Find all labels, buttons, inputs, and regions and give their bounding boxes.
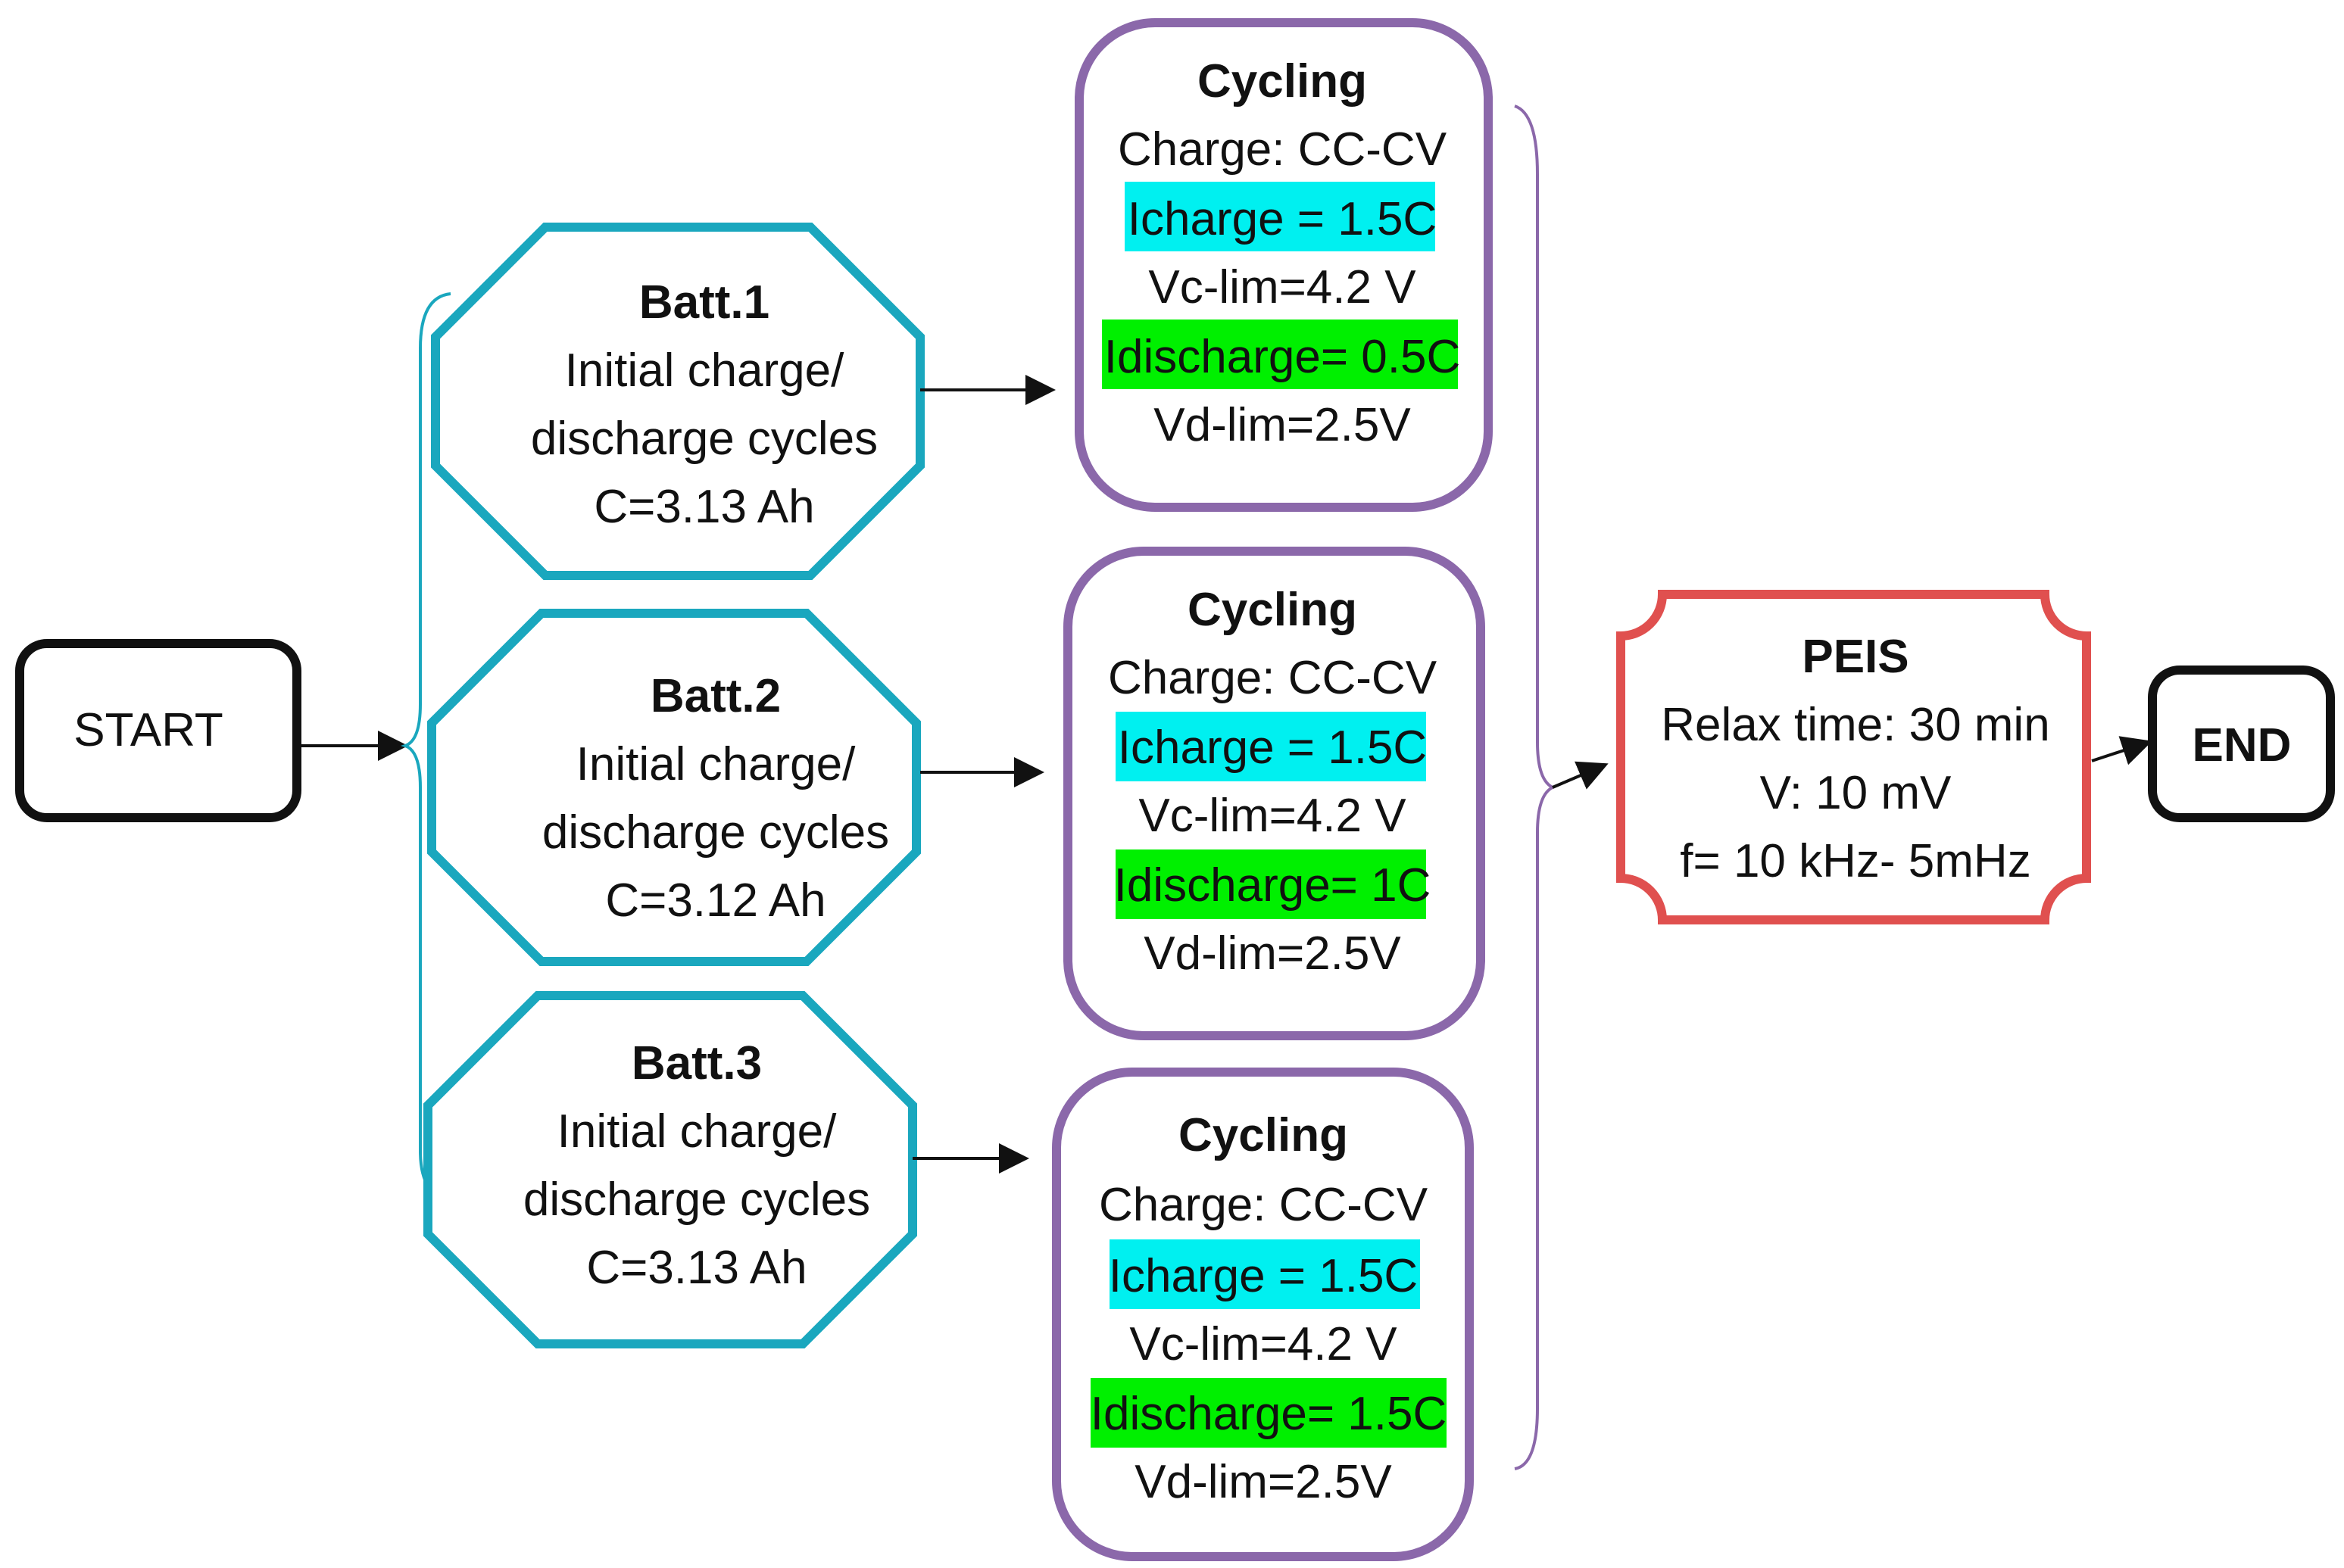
icharge-highlight [1125,182,1435,251]
battery-node-3: Batt.3 Initial charge/ discharge cycles … [423,991,917,1348]
end-box [2148,666,2335,822]
battery-line-2: discharge cycles [531,413,878,465]
battery-octagon [431,223,925,580]
cycling-node-3: Cycling Charge: CC-CV Icharge = 1.5C Vc-… [1052,1068,1474,1561]
icharge-highlight [1110,1239,1420,1309]
idischarge-value: Idischarge= 0.5C [1104,331,1460,383]
peis-relax-time: Relax time: 30 min [1661,699,2049,751]
cycling-node-1: Cycling Charge: CC-CV Icharge = 1.5C Vc-… [1075,18,1493,512]
icharge-value: Icharge = 1.5C [1109,1250,1418,1302]
peis-title: PEIS [1802,631,1909,683]
icharge-highlight [1116,712,1426,781]
cycling-title: Cycling [1178,1109,1348,1161]
idischarge-highlight [1102,320,1458,389]
peis-to-end-arrow [2091,736,2152,765]
start-box [15,639,301,822]
battery-line-2: discharge cycles [523,1174,870,1226]
battery-octagon [427,609,921,966]
cycling-to-peis-arrow [1552,761,1609,790]
battery-title: Batt.1 [639,276,769,329]
idischarge-highlight [1116,849,1426,919]
cycling-title: Cycling [1197,55,1367,108]
cycling-title: Cycling [1188,584,1357,636]
end-node: END [2148,666,2335,822]
cycling-brace [1514,104,1556,1470]
battery-line-2: discharge cycles [542,806,889,859]
battery-title: Batt.3 [632,1037,762,1089]
idischarge-value: Idischarge= 1C [1114,859,1431,912]
peis-frequency: f= 10 kHz- 5mHz [1680,835,2030,887]
battery-capacity: C=3.12 Ah [605,874,826,927]
battery-node-1: Batt.1 Initial charge/ discharge cycles … [431,223,925,580]
idischarge-value: Idischarge= 1.5C [1091,1388,1447,1440]
vd-limit: Vd-lim=2.5V [1153,399,1411,451]
battery-capacity: C=3.13 Ah [594,481,814,533]
idischarge-highlight [1091,1378,1447,1448]
battery-octagon [423,991,917,1348]
icharge-value: Icharge = 1.5C [1128,193,1437,245]
battery-title: Batt.2 [651,670,781,722]
battery-line-1: Initial charge/ [565,344,845,397]
peis-box [1616,590,2091,924]
icharge-value: Icharge = 1.5C [1118,722,1427,774]
battery-line-1: Initial charge/ [576,738,857,790]
batteries-brace [400,292,451,1202]
vc-limit: Vc-lim=4.2 V [1129,1318,1397,1370]
vd-limit: Vd-lim=2.5V [1135,1456,1392,1508]
peis-node: PEIS Relax time: 30 min V: 10 mV f= 10 k… [1616,590,2091,924]
vc-limit: Vc-lim=4.2 V [1138,790,1406,842]
vc-limit: Vc-lim=4.2 V [1148,261,1416,313]
cycling-node-2: Cycling Charge: CC-CV Icharge = 1.5C Vc-… [1063,547,1485,1040]
charge-mode: Charge: CC-CV [1099,1179,1428,1231]
battery-node-2: Batt.2 Initial charge/ discharge cycles … [427,609,921,966]
charge-mode: Charge: CC-CV [1108,652,1437,704]
battery-capacity: C=3.13 Ah [586,1242,807,1294]
end-label: END [2193,719,2292,772]
vd-limit: Vd-lim=2.5V [1144,927,1401,980]
start-node: START [15,639,301,822]
charge-mode: Charge: CC-CV [1118,123,1447,176]
battery-line-1: Initial charge/ [557,1105,838,1158]
peis-voltage: V: 10 mV [1760,767,1952,819]
start-label: START [73,704,223,756]
